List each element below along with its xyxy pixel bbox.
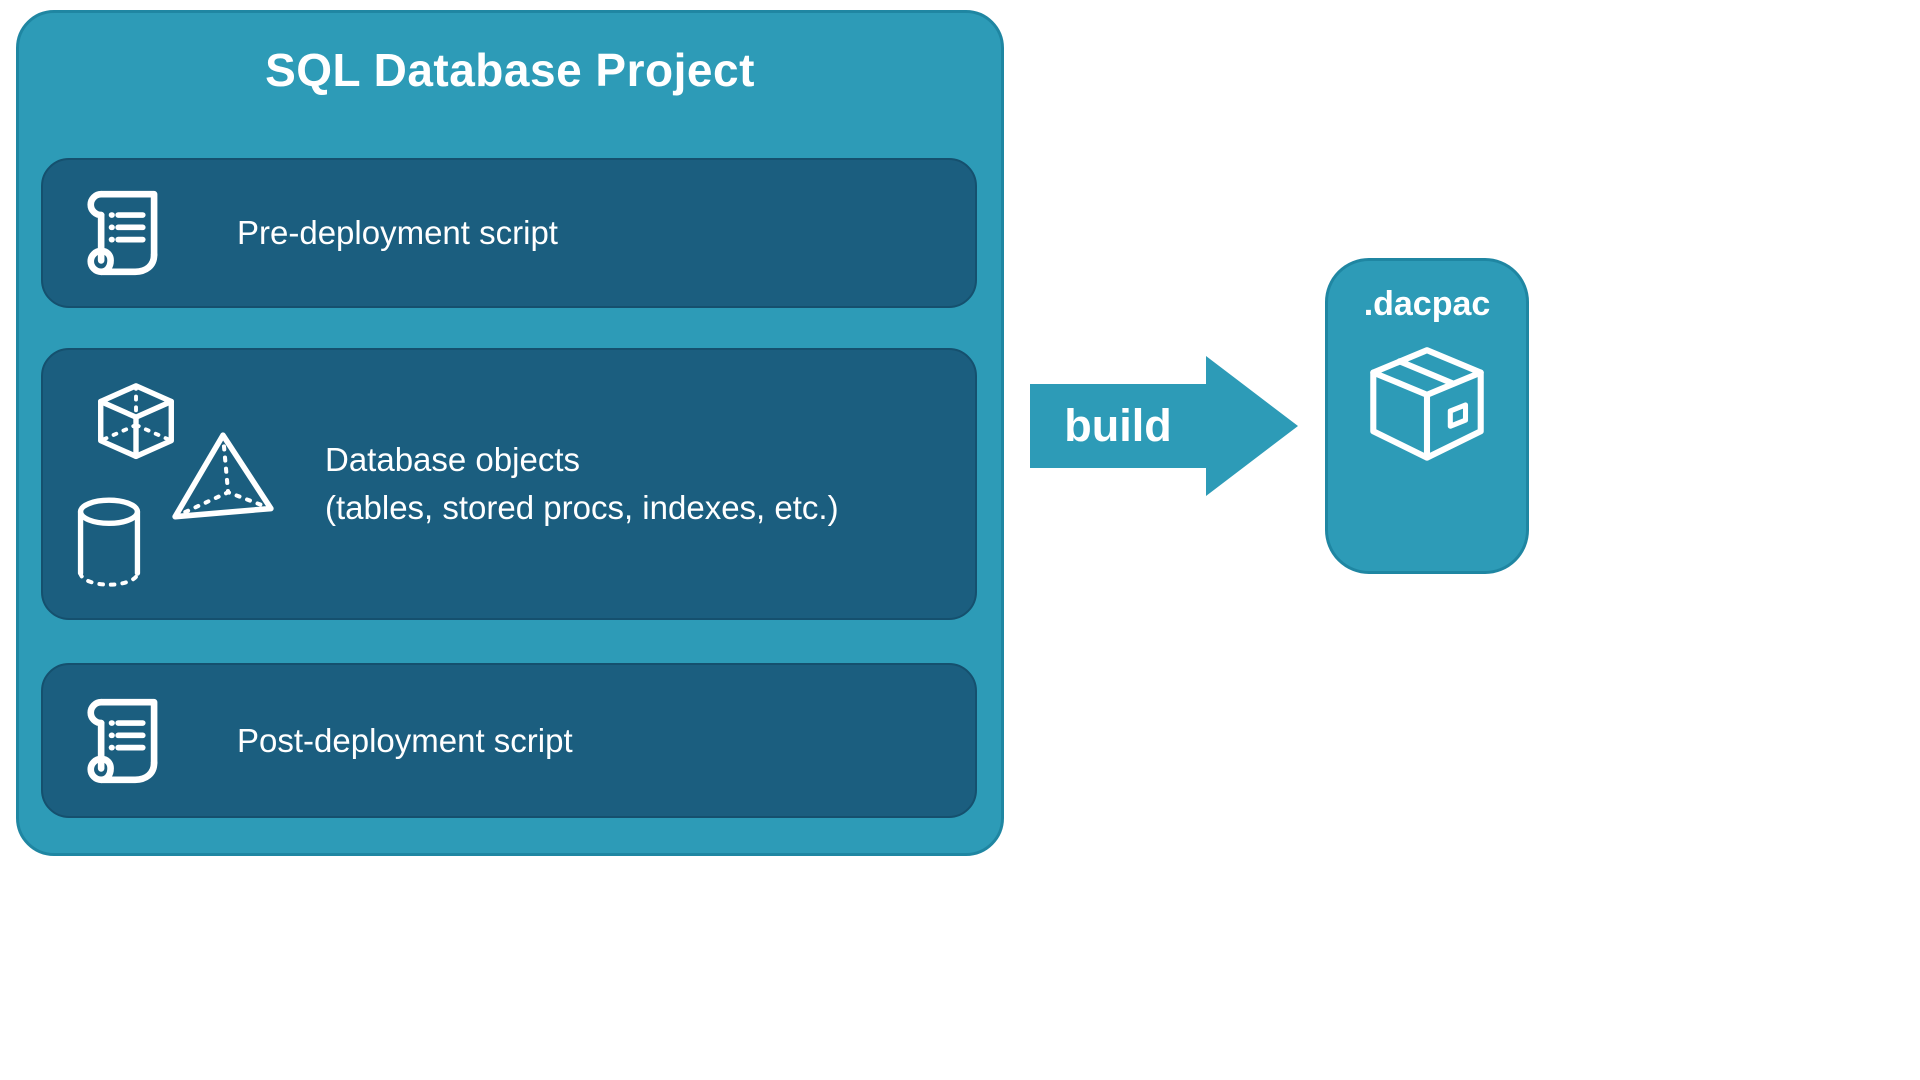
database-objects-subtitle: (tables, stored procs, indexes, etc.) xyxy=(325,489,839,526)
package-box-icon xyxy=(1351,324,1503,486)
dacpac-box: .dacpac xyxy=(1325,258,1529,574)
database-objects-box: Database objects (tables, stored procs, … xyxy=(41,348,977,620)
build-arrow-label: build xyxy=(1064,400,1172,451)
pre-deployment-label: Pre-deployment script xyxy=(237,214,558,251)
post-deployment-box: Post-deployment script xyxy=(41,663,977,818)
database-cylinder-icon xyxy=(69,492,149,592)
script-scroll-icon xyxy=(69,181,173,285)
post-deployment-label: Post-deployment script xyxy=(237,721,573,759)
dacpac-label: .dacpac xyxy=(1363,285,1491,323)
script-scroll-icon xyxy=(69,689,173,793)
database-objects-title: Database objects xyxy=(325,441,580,478)
sql-database-project-box: SQL Database Project xyxy=(16,10,1004,856)
arrow-right-shape xyxy=(1030,356,1298,496)
cube-icon xyxy=(87,376,185,474)
database-objects-label: Database objects (tables, stored procs, … xyxy=(325,436,839,532)
pyramid-icon xyxy=(167,426,279,530)
build-arrow: build xyxy=(1030,356,1300,496)
project-title: SQL Database Project xyxy=(265,44,755,96)
pre-deployment-box: Pre-deployment script xyxy=(41,158,977,308)
